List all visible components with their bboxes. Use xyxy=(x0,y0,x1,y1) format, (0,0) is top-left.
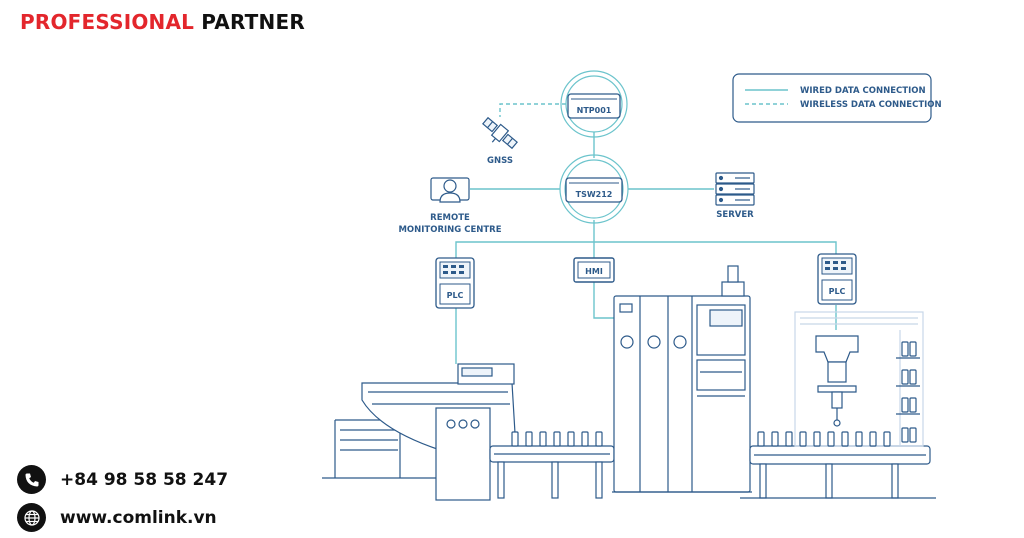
router-label: TSW212 xyxy=(576,190,613,199)
ntp-label: NTP001 xyxy=(577,106,612,115)
hmi-device: HMI xyxy=(573,257,615,283)
cabinet-machine xyxy=(612,265,752,493)
remote-label-line2: MONITORING CENTRE xyxy=(398,225,501,235)
globe-icon xyxy=(17,503,46,532)
operator-icon xyxy=(430,177,470,203)
server-icon xyxy=(715,172,755,206)
plc-left-label: PLC xyxy=(447,291,464,300)
conveyor-right xyxy=(740,445,936,499)
production-line xyxy=(322,265,936,501)
wireless-link-gnss xyxy=(499,103,566,117)
satellite-icon xyxy=(482,116,518,150)
hmi-label: HMI xyxy=(585,267,603,276)
conveyor-left xyxy=(489,445,615,499)
connections xyxy=(455,103,837,364)
plc-right-device: PLC xyxy=(817,253,857,305)
server-label: SERVER xyxy=(716,210,754,220)
legend-wireless-label: WIRELESS DATA CONNECTION xyxy=(800,100,942,110)
phone-number: +84 98 58 58 247 xyxy=(60,469,229,490)
gnss-label: GNSS xyxy=(487,156,513,166)
legend-wired-label: WIRED DATA CONNECTION xyxy=(800,86,926,96)
plc-left-device: PLC xyxy=(435,257,475,309)
plc-right-label: PLC xyxy=(829,287,846,296)
remote-label-line1: REMOTE xyxy=(430,213,470,223)
phone-icon xyxy=(17,465,46,494)
bottles-left xyxy=(511,431,603,447)
router-device: TSW212 xyxy=(559,154,629,224)
legend: WIRED DATA CONNECTION WIRELESS DATA CONN… xyxy=(732,73,942,123)
website-url: www.comlink.vn xyxy=(60,507,217,528)
brand-title: PROFESSIONAL PARTNER xyxy=(20,10,305,34)
wired-link-machine xyxy=(593,282,614,319)
contact-website[interactable]: www.comlink.vn xyxy=(17,503,217,532)
brand-title-black: PARTNER xyxy=(201,10,305,34)
wired-bus-plc xyxy=(455,241,837,258)
ntp-device: NTP001 xyxy=(560,70,628,138)
robot-cell xyxy=(794,311,924,447)
bottles-right xyxy=(757,341,917,447)
contact-phone[interactable]: +84 98 58 58 247 xyxy=(17,465,228,494)
wrapping-machine xyxy=(322,363,517,501)
brand-title-red: PROFESSIONAL xyxy=(20,10,195,34)
